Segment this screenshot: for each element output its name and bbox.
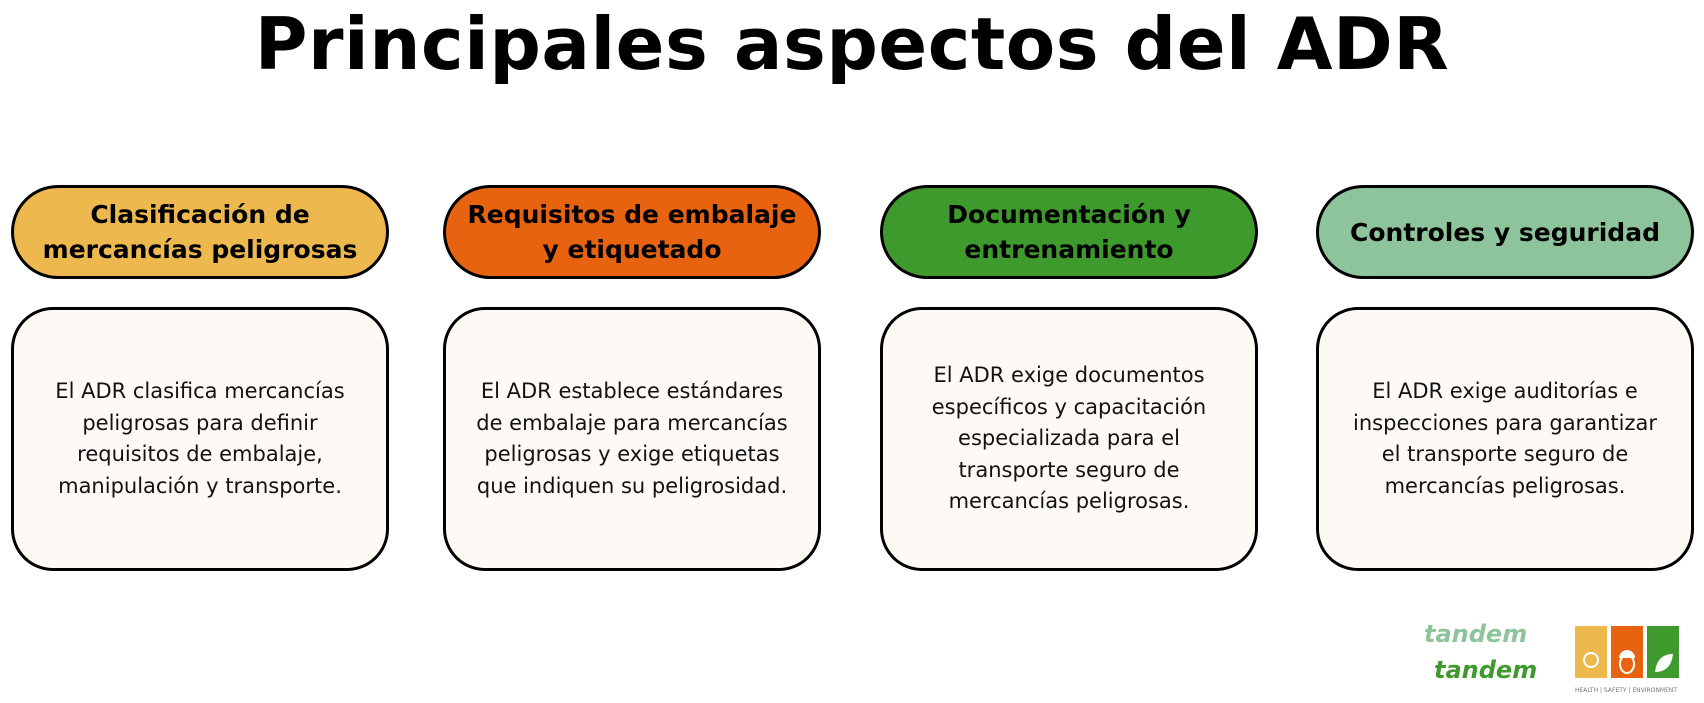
tandem-wordmark: tandem tandem: [1424, 620, 1537, 684]
aspect-heading: Clasificación de mercancías peligrosas: [11, 185, 389, 279]
logo-tagline: HEALTH | SAFETY | ENVIRONMENT: [1575, 687, 1677, 694]
aspect-description: El ADR exige auditorías e inspecciones p…: [1316, 307, 1694, 571]
aspect-description: El ADR establece estándares de embalaje …: [443, 307, 821, 571]
aspect-column-packaging: Requisitos de embalaje y etiquetado El A…: [443, 185, 821, 571]
aspect-description: El ADR exige documentos específicos y ca…: [880, 307, 1258, 571]
aspect-description: El ADR clasifica mercancías peligrosas p…: [11, 307, 389, 571]
svg-text:tandem: tandem: [1424, 620, 1527, 648]
aspect-heading: Controles y seguridad: [1316, 185, 1694, 279]
aspect-heading: Requisitos de embalaje y etiquetado: [443, 185, 821, 279]
aspect-heading: Documentación y entrenamiento: [880, 185, 1258, 279]
page-title: Principales aspectos del ADR: [254, 2, 1450, 86]
aspect-column-controls: Controles y seguridad El ADR exige audit…: [1316, 185, 1694, 571]
svg-text:tandem: tandem: [1434, 656, 1537, 684]
tandem-logo: tandem tandem HEALTH | SAFETY | ENVIRONM…: [1424, 620, 1679, 694]
aspect-column-classification: Clasificación de mercancías peligrosas E…: [11, 185, 389, 571]
aspect-column-documentation: Documentación y entrenamiento El ADR exi…: [880, 185, 1258, 571]
